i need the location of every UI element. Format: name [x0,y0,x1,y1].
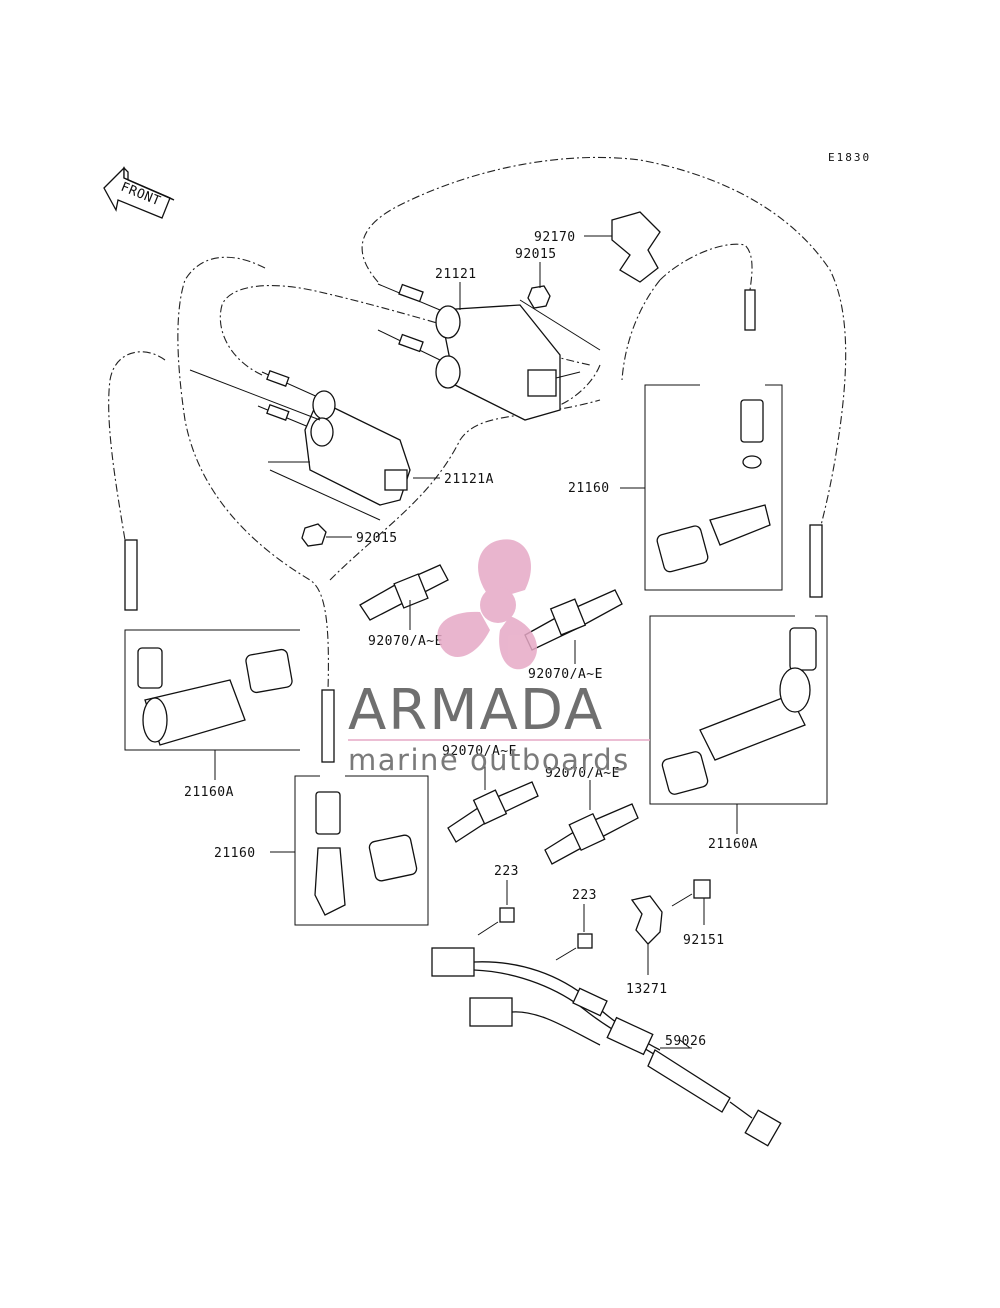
leader-lines [214,235,738,1049]
label-92070-2: 92070/A~E [528,667,603,682]
spark-plug-3 [447,781,539,843]
label-92170: 92170 [534,230,576,245]
bolt-92151 [671,879,711,907]
label-92015-bottom: 92015 [356,531,398,546]
label-21121A: 21121A [444,472,494,487]
label-92070-3: 92070/A~E [442,744,517,759]
nut-92015-bottom [301,523,327,547]
wire-harness-59026 [431,947,782,1147]
label-92070-4: 92070/A~E [545,766,620,781]
plug-cap-group-21160-left [294,689,429,926]
label-223-b: 223 [572,888,597,903]
watermark-brand: ARMADA [348,678,604,743]
bolt-223-a [477,907,515,936]
label-21160A-right: 21160A [708,837,758,852]
plug-cap-group-21160-right [644,289,783,591]
ignition-coil-21121A [189,369,411,521]
label-92070-1: 92070/A~E [368,634,443,649]
label-92015-top: 92015 [515,247,557,262]
bolt-223-b [555,933,593,961]
label-13271: 13271 [626,982,668,997]
front-arrow-icon: FRONT [103,166,175,219]
label-59026: 59026 [665,1034,707,1049]
label-21160-right: 21160 [568,481,610,496]
part-labels: 92170 92015 21121 21121A 92015 21160 920… [184,230,758,1049]
label-21160-left: 21160 [214,846,256,861]
spark-plug-2 [524,589,623,651]
clamp-92170 [611,211,661,283]
spark-plug-4 [544,803,639,865]
label-92151: 92151 [683,933,725,948]
label-223-a: 223 [494,864,519,879]
diagram-code: E1830 [828,151,871,164]
nut-92015-top [527,285,551,309]
label-21121: 21121 [435,267,477,282]
wire-routes [108,156,847,691]
ignition-coil-21121 [377,283,601,421]
clamp-13271 [630,895,663,945]
label-21160A-left: 21160A [184,785,234,800]
spark-plug-1 [359,564,449,621]
armada-watermark: ARMADA marine outboards [348,539,650,777]
plug-cap-group-21160A-right [649,524,828,805]
propeller-logo-icon [437,539,538,670]
plug-cap-group-21160A-left [124,539,300,751]
watermark-tagline: marine outboards [348,743,630,777]
